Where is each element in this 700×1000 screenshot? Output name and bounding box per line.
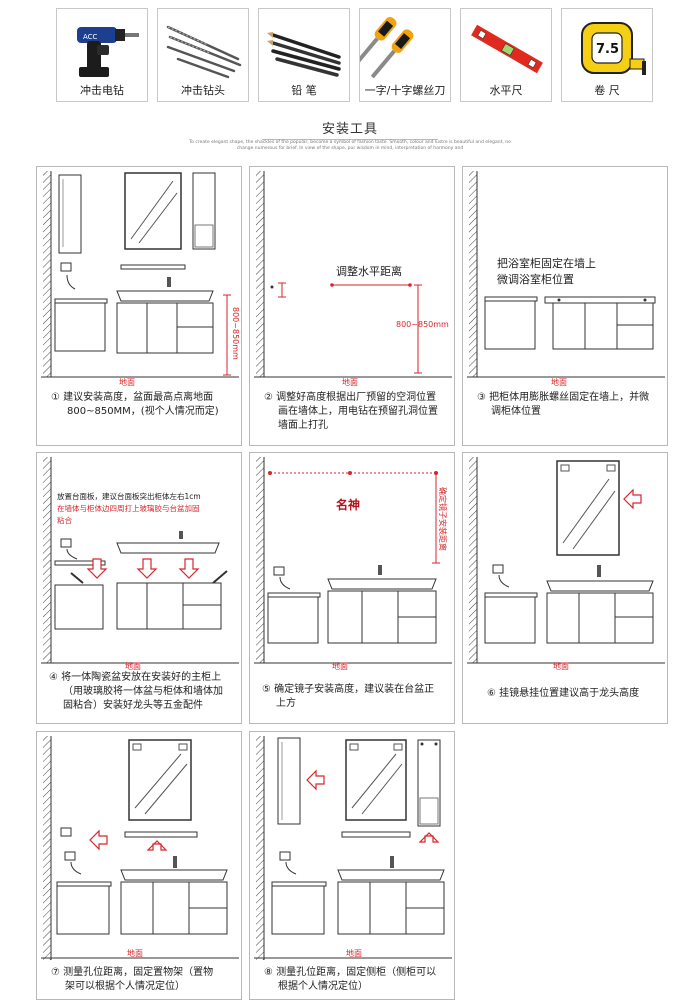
left-arrow-icon [623, 488, 642, 510]
tool-label: 冲击电钻 [80, 84, 124, 97]
step-2-label: 调整水平距离 [336, 264, 402, 278]
floor-label: 地面 [119, 377, 135, 387]
up-arrow-icon [418, 832, 440, 843]
step-2-illustration: 调整水平距离 800~850mm 地面 [254, 171, 452, 387]
brand-watermark: 名神 [336, 497, 360, 512]
step-8-caption: ⑧ 测量孔位距离，固定侧柜（侧柜可以 根据个人情况定位） [264, 967, 437, 992]
floor-label: 地面 [553, 661, 569, 671]
tool-card-spirit-level: 水平尺 [460, 8, 552, 102]
down-arrow-icon [86, 558, 200, 579]
tool-label: 铅 笔 [291, 84, 317, 97]
floor-label: 地面 [346, 948, 362, 958]
step-4-panel: 放置台面板，建议台面板突出柜体左右1cm 在墙体与柜体边四周打上玻璃胶与台盆加固… [36, 452, 242, 724]
step-5-panel: 确定镜子安装距离 名神 地面 ⑤ 确定镜子安装高度，建议装在台盆正 上方 [249, 452, 455, 724]
floor-label: 地面 [342, 377, 358, 387]
floor-label: 地面 [125, 661, 141, 671]
step-3-label-line1: 把浴室柜固定在墙上 [497, 256, 596, 270]
tool-card-drill-bits: 冲击钻头 [157, 8, 249, 102]
step-8-panel: 地面 ⑧ 测量孔位距离，固定侧柜（侧柜可以 根据个人情况定位） [249, 731, 455, 1000]
tool-label: 水平尺 [489, 84, 523, 97]
step-7-panel: 地面 ⑦ 测量孔位距离，固定置物架（置物 架可以根据个人情况定位） [36, 731, 242, 1000]
left-arrow-icon [89, 829, 108, 851]
step-4-illustration: 放置台面板，建议台面板突出柜体左右1cm 在墙体与柜体边四周打上玻璃胶与台盆加固… [41, 457, 239, 671]
step-5-caption: ⑤ 确定镜子安装高度，建议装在台盆正 上方 [262, 684, 435, 709]
step-6-panel: 地面 ⑥ 挂镜悬挂位置建议高于龙头高度 [462, 452, 668, 724]
section-subtitle: To create elegant shape, the shackles of… [189, 140, 511, 151]
tool-card-screwdrivers: 一字/十字螺丝刀 [359, 8, 451, 102]
step-1-panel: 800~850mm 地面 ① 建议安装高度，盆面最高点离地面 800~850MM… [36, 166, 242, 446]
step-5-illustration: 确定镜子安装距离 名神 地面 [254, 457, 452, 671]
step-4-label-line3: 粘合 [57, 515, 72, 525]
height-range-label: 800~850mm [231, 307, 240, 360]
drill-bits-icon [166, 25, 242, 79]
screwdrivers-icon [360, 16, 414, 79]
step-3-caption: ③ 把柜体用膨胀螺丝固定在墙上，并微 调柜体位置 [477, 392, 650, 417]
step-8-illustration: 地面 [254, 736, 452, 960]
spirit-level-icon [471, 24, 543, 74]
tool-label: 冲击钻头 [181, 84, 225, 97]
floor-label: 地面 [127, 948, 143, 958]
step-2-panel: 调整水平距离 800~850mm 地面 ② 调整好高度根据出厂预留的空洞位置 画… [249, 166, 455, 446]
floor-label: 地面 [332, 661, 348, 671]
step-6-illustration: 地面 [467, 457, 665, 671]
tool-card-tape-measure: 7.5 卷 尺 [561, 8, 653, 102]
step-3-panel: 把浴室柜固定在墙上 微调浴室柜位置 地面 ③ 把柜体用膨胀螺丝固定在墙上，并微 … [462, 166, 668, 446]
step-2-caption: ② 调整好高度根据出厂预留的空洞位置 画在墙体上，用电钻在预留孔洞位置 墙面上打… [264, 392, 438, 431]
step-7-illustration: 地面 [41, 736, 239, 960]
height-range-label: 800~850mm [396, 320, 449, 329]
left-arrow-icon [306, 769, 325, 791]
step-1-illustration: 800~850mm 地面 [41, 171, 240, 387]
tool-label: 一字/十字螺丝刀 [364, 84, 446, 97]
tool-label: 卷 尺 [594, 84, 620, 97]
step-4-label-line2: 在墙体与柜体边四周打上玻璃胶与台盆加固 [57, 503, 200, 513]
floor-label: 地面 [551, 377, 567, 387]
tape-badge-text: 7.5 [596, 42, 619, 57]
step-6-caption: ⑥ 挂镜悬挂位置建议高于龙头高度 [487, 688, 640, 699]
step-3-illustration: 把浴室柜固定在墙上 微调浴室柜位置 地面 [467, 171, 665, 387]
step-7-caption: ⑦ 测量孔位距离，固定置物架（置物 架可以根据个人情况定位） [51, 967, 214, 992]
step-4-caption: ④ 将一体陶瓷盆安放在安装好的主柜上 （用玻璃胶将一体盆与柜体和墙体加 固粘合）… [49, 672, 223, 711]
impact-drill-icon: ACC [77, 27, 139, 77]
step-5-vertical-label: 确定镜子安装距离 [438, 487, 448, 551]
section-title: 安装工具 [321, 122, 378, 137]
tape-measure-icon: 7.5 [581, 22, 646, 75]
drill-brand-text: ACC [83, 33, 98, 41]
section-divider [262, 139, 438, 140]
tool-card-impact-drill: ACC 冲击电钻 [56, 8, 148, 102]
step-3-label-line2: 微调浴室柜位置 [497, 272, 574, 286]
pencils-icon [267, 32, 341, 77]
step-4-label-line1: 放置台面板，建议台面板突出柜体左右1cm [57, 491, 201, 501]
tool-card-pencils: 铅 笔 [258, 8, 350, 102]
step-1-caption: ① 建议安装高度，盆面最高点离地面 800~850MM，(视个人情况而定) [51, 392, 219, 417]
up-arrow-icon [146, 840, 168, 851]
tools-strip: ACC 冲击电钻 冲击钻头 [56, 8, 654, 104]
